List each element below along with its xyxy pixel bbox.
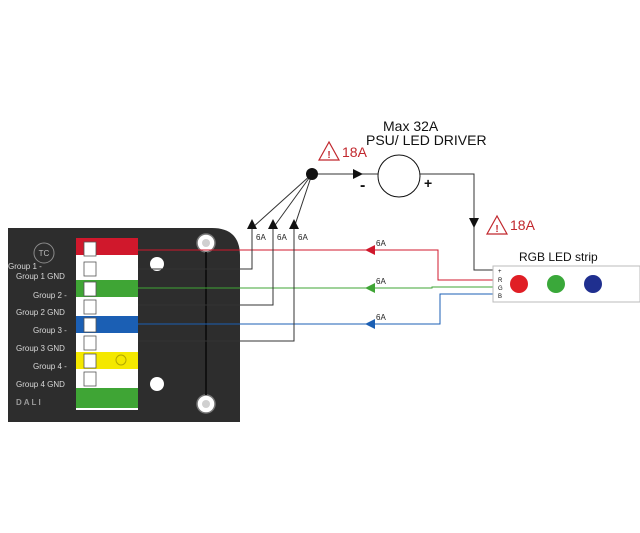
- group-label: Group 1 GND: [16, 272, 65, 281]
- gnd-wires: [138, 173, 493, 342]
- green-led: [547, 275, 565, 293]
- strip-pin: G: [498, 286, 503, 292]
- psu-input-arrow: [353, 169, 363, 179]
- green-return-line: [138, 286, 493, 289]
- blue-line-rating: 6A: [376, 313, 386, 322]
- group-label: Group 4 GND: [16, 380, 65, 389]
- group-label: Group 3 GND: [16, 344, 65, 353]
- group-label: Group 4 -: [33, 362, 67, 371]
- blue-arrow: [365, 319, 375, 329]
- terminal-screw: [83, 299, 97, 315]
- fuse-rating: 6A: [277, 233, 287, 242]
- blue-led: [584, 275, 602, 293]
- gnd-wire-2: [138, 173, 313, 306]
- psu-name-label: PSU/ LED DRIVER: [366, 132, 487, 148]
- green-line-rating: 6A: [376, 277, 386, 286]
- gnd-wire-3: [138, 173, 313, 342]
- psu-max-label: Max 32A: [383, 118, 439, 134]
- psu-plus-sign: +: [424, 175, 432, 191]
- strip-title: RGB LED strip: [519, 250, 598, 264]
- warning-icon: [485, 214, 509, 235]
- psu: Max 32A PSU/ LED DRIVER - +: [360, 118, 487, 198]
- svg-text:!: !: [327, 150, 330, 161]
- strip-feed-arrow: [469, 218, 479, 228]
- red-line-rating: 6A: [376, 239, 386, 248]
- svg-text:!: !: [495, 224, 498, 235]
- terminal-screw: [83, 241, 97, 257]
- warning-value: 18A: [510, 217, 536, 233]
- terminal-screw: [83, 371, 97, 387]
- red-arrow: [365, 245, 375, 255]
- tc-badge: [33, 242, 55, 264]
- warning-value: 18A: [342, 144, 368, 160]
- group-label: Group 1 -: [8, 262, 42, 271]
- fuse-arrows: [247, 169, 479, 229]
- warning-psu: ! 18A: [317, 140, 368, 161]
- board-post: [150, 377, 164, 391]
- dali-logo: DALI: [16, 398, 43, 407]
- terminal-dot: [115, 354, 127, 366]
- fuse-rating: 6A: [298, 233, 308, 242]
- fuse-arrow: [289, 219, 299, 229]
- tc-badge-label: TC: [39, 249, 50, 258]
- strip-pin: +: [498, 269, 502, 275]
- psu-symbol: [377, 154, 421, 198]
- warning-icon: [317, 140, 341, 161]
- strip-pin: R: [498, 278, 503, 284]
- psu-minus-sign: -: [360, 177, 365, 194]
- dali-controller: TC Group 1 - Group 1 GND Group 2 - Group…: [8, 228, 240, 422]
- warning-strip: ! 18A: [485, 214, 536, 235]
- rgb-led-strip: RGB LED strip + R G B: [492, 250, 640, 303]
- terminal-screw: [83, 281, 97, 297]
- terminal-screw: [83, 353, 97, 369]
- red-led: [510, 275, 528, 293]
- group-label: Group 2 -: [33, 291, 67, 300]
- blue-return-line: [138, 293, 493, 325]
- green-arrow: [365, 283, 375, 293]
- gnd-wire-1: [138, 173, 313, 270]
- fuse-rating: 6A: [256, 233, 266, 242]
- strip-pin: B: [498, 294, 502, 300]
- red-return-line: [138, 249, 493, 281]
- group-label: Group 2 GND: [16, 308, 65, 317]
- terminal-screw: [83, 317, 97, 333]
- group-label: Group 3 -: [33, 326, 67, 335]
- terminal-screw: [83, 261, 97, 277]
- junction-node: [306, 168, 318, 180]
- terminal-screw: [83, 335, 97, 351]
- fuse-arrow: [247, 219, 257, 229]
- terminal-green-bottom: [76, 388, 138, 408]
- return-lines: 6A 6A 6A: [138, 239, 493, 329]
- board-post: [150, 257, 164, 271]
- fuse-arrow: [268, 219, 278, 229]
